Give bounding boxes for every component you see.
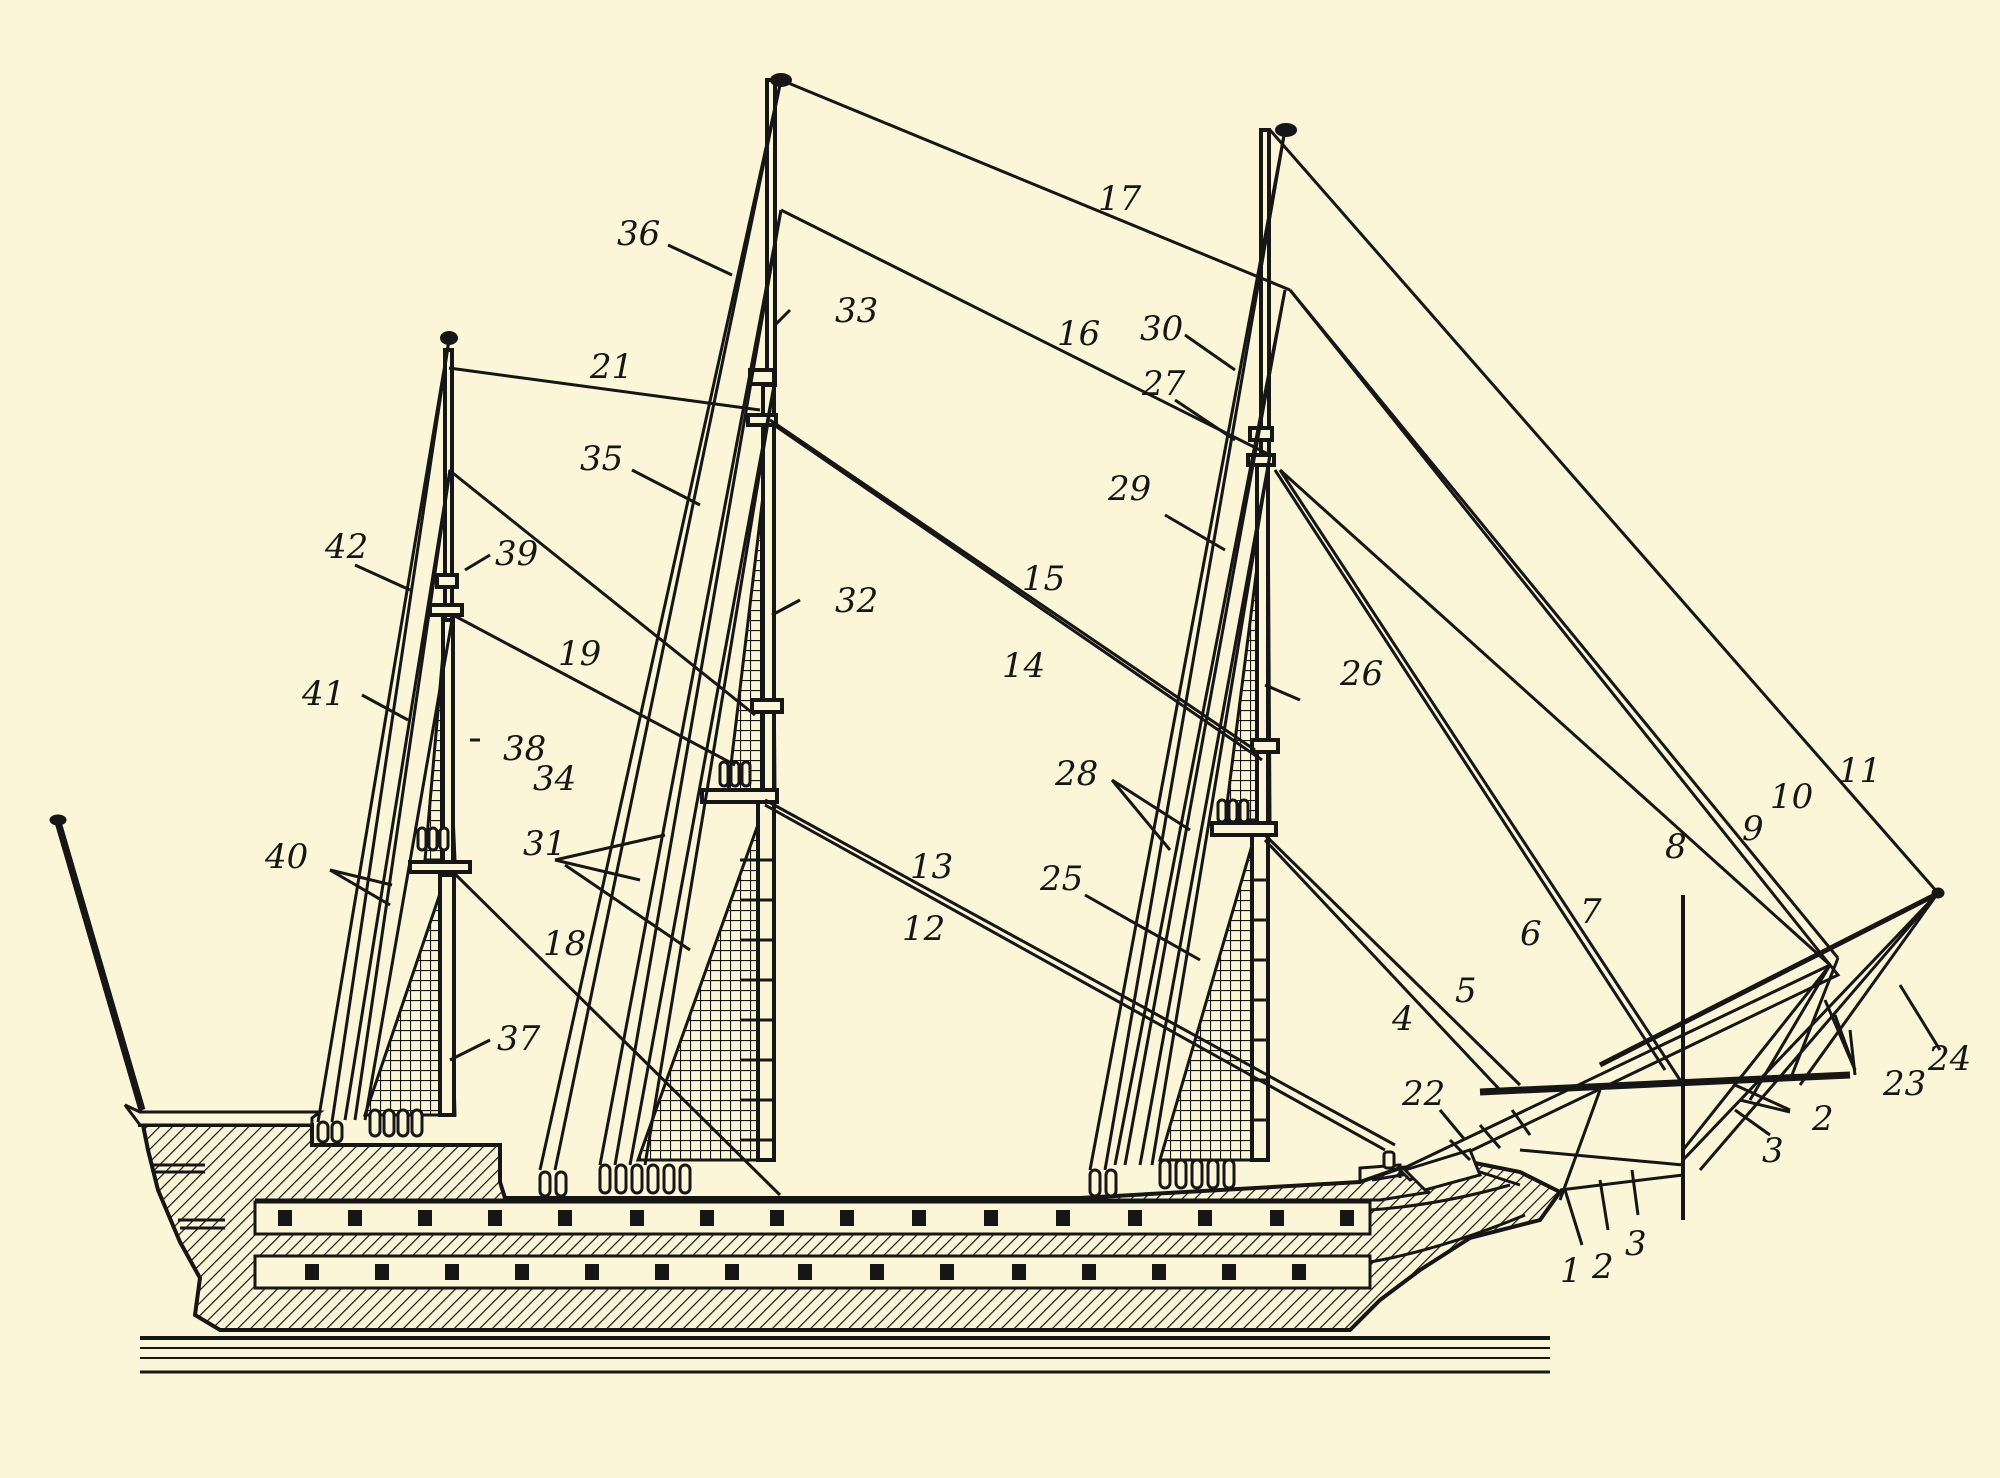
callout-34: 34 (533, 759, 576, 799)
callout-25: 25 (1039, 859, 1083, 899)
callout-37: 37 (497, 1019, 541, 1059)
callout-3: 3 (1762, 1131, 1784, 1171)
callout-16: 16 (1057, 314, 1100, 354)
deadeyes (416, 760, 1250, 852)
leader-lines (329, 243, 1942, 1246)
callout-14: 14 (1002, 646, 1045, 686)
callout-18: 18 (543, 924, 586, 964)
callout-38: 38 (503, 729, 546, 769)
callout-12: 12 (902, 909, 945, 949)
callout-33: 33 (835, 291, 878, 331)
callout-17: 17 (1098, 179, 1142, 219)
callout-11: 11 (1838, 751, 1881, 791)
callout-28: 28 (1054, 754, 1098, 794)
callout-39: 39 (495, 534, 538, 574)
gun-ports (278, 1210, 1354, 1280)
callout-31: 31 (523, 824, 566, 864)
callout-21: 21 (589, 347, 633, 387)
callout-32: 32 (835, 581, 878, 621)
callout-19: 19 (558, 634, 601, 674)
ensign-staff (49, 814, 146, 1111)
callout-lower-3: 3 (1625, 1224, 1647, 1264)
callout-10: 10 (1770, 777, 1813, 817)
callout-24: 24 (1927, 1039, 1971, 1079)
callout-23: 23 (1882, 1064, 1926, 1104)
callout-lower-2: 2 (1591, 1247, 1614, 1287)
waterline (140, 1336, 1550, 1374)
callout-5: 5 (1455, 971, 1477, 1011)
callout-8: 8 (1665, 827, 1687, 867)
callout-35: 35 (580, 439, 623, 479)
callout-6: 6 (1520, 914, 1542, 954)
callout-22: 22 (1401, 1074, 1445, 1114)
callout-26: 26 (1339, 654, 1383, 694)
callout-1: 1 (1560, 1251, 1582, 1291)
callout-29: 29 (1107, 469, 1151, 509)
callout-13: 13 (910, 847, 953, 887)
callout-15: 15 (1022, 559, 1065, 599)
callout-7: 7 (1580, 892, 1602, 932)
bowsprit (1397, 887, 1945, 1220)
callout-labels: 1 2 3 4 5 6 7 8 9 10 11 12 13 14 15 16 1… (264, 179, 1971, 1291)
rigging-lines (316, 78, 1940, 1201)
callout-2: 2 (1811, 1099, 1834, 1139)
callout-36: 36 (617, 214, 660, 254)
callout-27: 27 (1141, 364, 1186, 404)
callout-30: 30 (1140, 309, 1183, 349)
callout-42: 42 (324, 527, 368, 567)
callout-40: 40 (264, 837, 308, 877)
channel-deadeyes (316, 1108, 1396, 1198)
callout-4: 4 (1391, 999, 1414, 1039)
callout-9: 9 (1742, 809, 1764, 849)
mast-rungs (740, 858, 1268, 1142)
callout-41: 41 (301, 674, 345, 714)
